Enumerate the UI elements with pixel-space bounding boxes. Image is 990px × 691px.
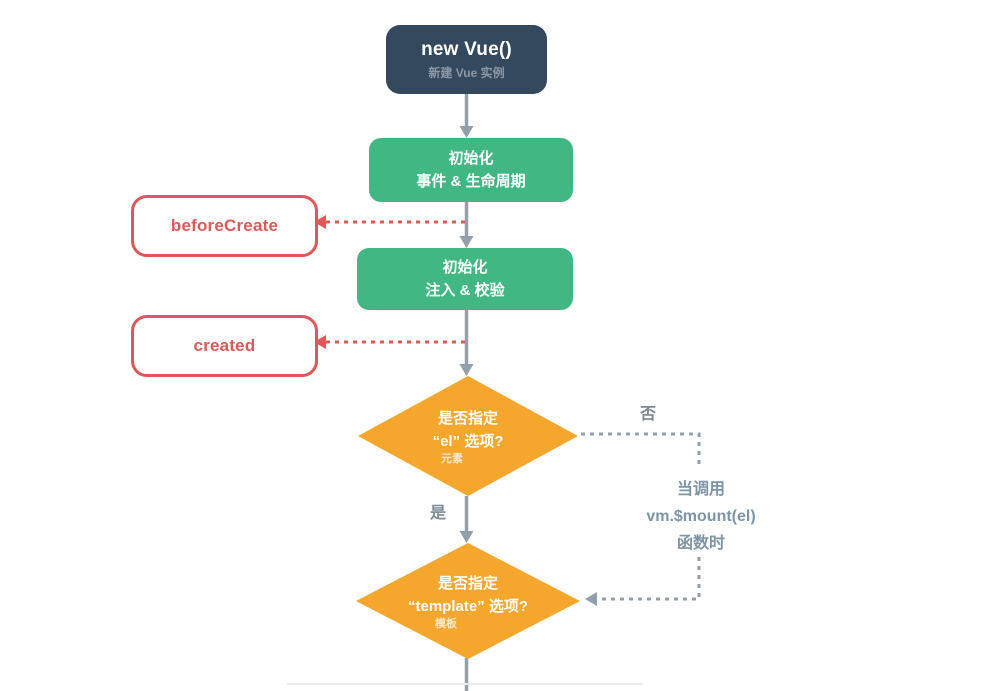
node-init-injections-line1: 初始化	[442, 258, 488, 276]
node-before-create: beforeCreate	[131, 195, 318, 257]
node-new-vue-subtitle: 新建 Vue 实例	[428, 65, 505, 80]
decision-el-note: 元素	[441, 453, 463, 466]
mount-annotation-line1: 当调用	[676, 481, 725, 498]
edge-label-no: 否	[639, 406, 656, 423]
decision-template-line2: “template” 选项?	[407, 597, 528, 615]
node-init-events-line1: 初始化	[448, 149, 494, 167]
node-init-events-line2: 事件 & 生命周期	[416, 172, 526, 190]
edge-label-yes: 是	[429, 505, 446, 522]
node-new-vue: new Vue() 新建 Vue 实例	[386, 25, 547, 94]
node-new-vue-title: new Vue()	[421, 38, 512, 60]
node-init-injections: 初始化 注入 & 校验	[357, 248, 573, 310]
cutoff-shape-edge	[287, 683, 643, 685]
decision-template-note: 模板	[435, 618, 457, 631]
mount-annotation-line3: 函数时	[676, 535, 725, 552]
node-created: created	[131, 315, 318, 377]
decision-el-line1: 是否指定	[437, 409, 498, 427]
mount-annotation-line2: vm.$mount(el)	[646, 508, 756, 525]
node-created-label: created	[193, 336, 256, 355]
node-init-injections-line2: 注入 & 校验	[425, 281, 505, 299]
node-before-create-label: beforeCreate	[170, 216, 279, 235]
mount-annotation: 当调用 vm.$mount(el) 函数时	[601, 476, 801, 557]
edge-el-diamond-no-branch-upper	[581, 432, 701, 469]
decision-el-line2: “el” 选项?	[432, 432, 504, 450]
node-init-events: 初始化 事件 & 生命周期	[369, 138, 573, 202]
edge-el-diamond-no-branch-lower	[585, 557, 701, 606]
decision-template-line1: 是否指定	[437, 574, 498, 592]
